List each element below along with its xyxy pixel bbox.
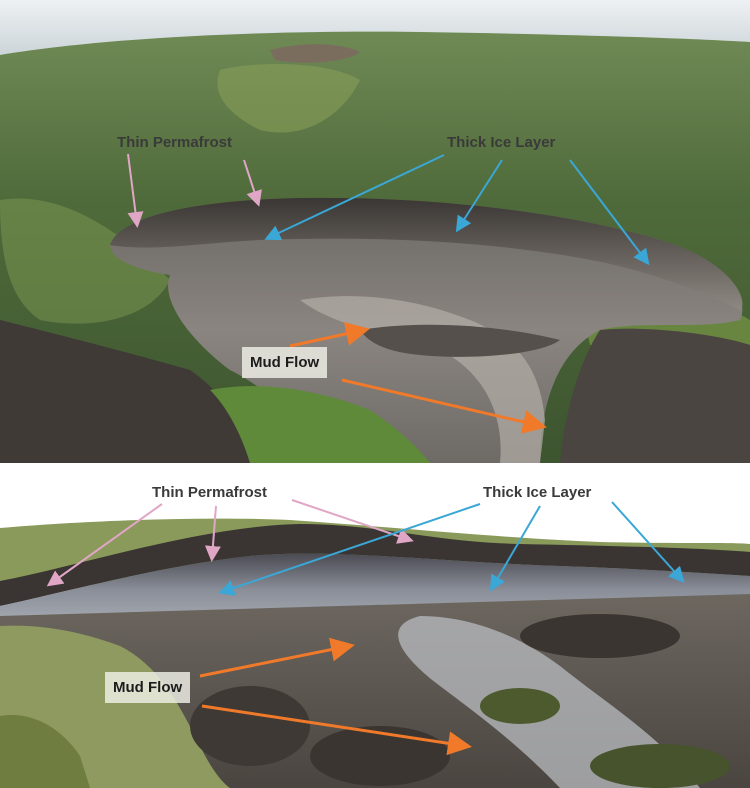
clearing (0, 198, 170, 324)
mud-flow-label: Mud Flow (242, 347, 328, 378)
grass-tufts (0, 715, 90, 788)
clearing (217, 64, 360, 133)
mud-ridge (360, 324, 560, 357)
right-slope (560, 328, 750, 463)
green-vegetation (210, 386, 430, 463)
aerial-photo-panel: Thin Permafrost Thick Ice Layer Mud Flow (0, 0, 750, 463)
permafrost-cap (0, 524, 750, 606)
moss-patch (590, 744, 730, 788)
mud-clump (520, 614, 680, 658)
mud-clump (310, 726, 450, 786)
ground-photo-panel: Thin Permafrost Thick Ice Layer Mud Flow (0, 466, 750, 788)
left-cliff (0, 320, 260, 463)
ground-slump-scene (0, 466, 750, 788)
thick-ice-layer-label: Thick Ice Layer (447, 134, 556, 151)
distant-slump (270, 44, 360, 63)
moss-patch (480, 688, 560, 724)
thin-permafrost-label: Thin Permafrost (152, 484, 268, 501)
thick-ice-layer-label: Thick Ice Layer (483, 484, 592, 501)
mud-clump (190, 686, 310, 766)
mud-flow-label: Mud Flow (105, 672, 191, 703)
aerial-slump-scene (0, 0, 750, 463)
thin-permafrost-label: Thin Permafrost (117, 134, 233, 151)
